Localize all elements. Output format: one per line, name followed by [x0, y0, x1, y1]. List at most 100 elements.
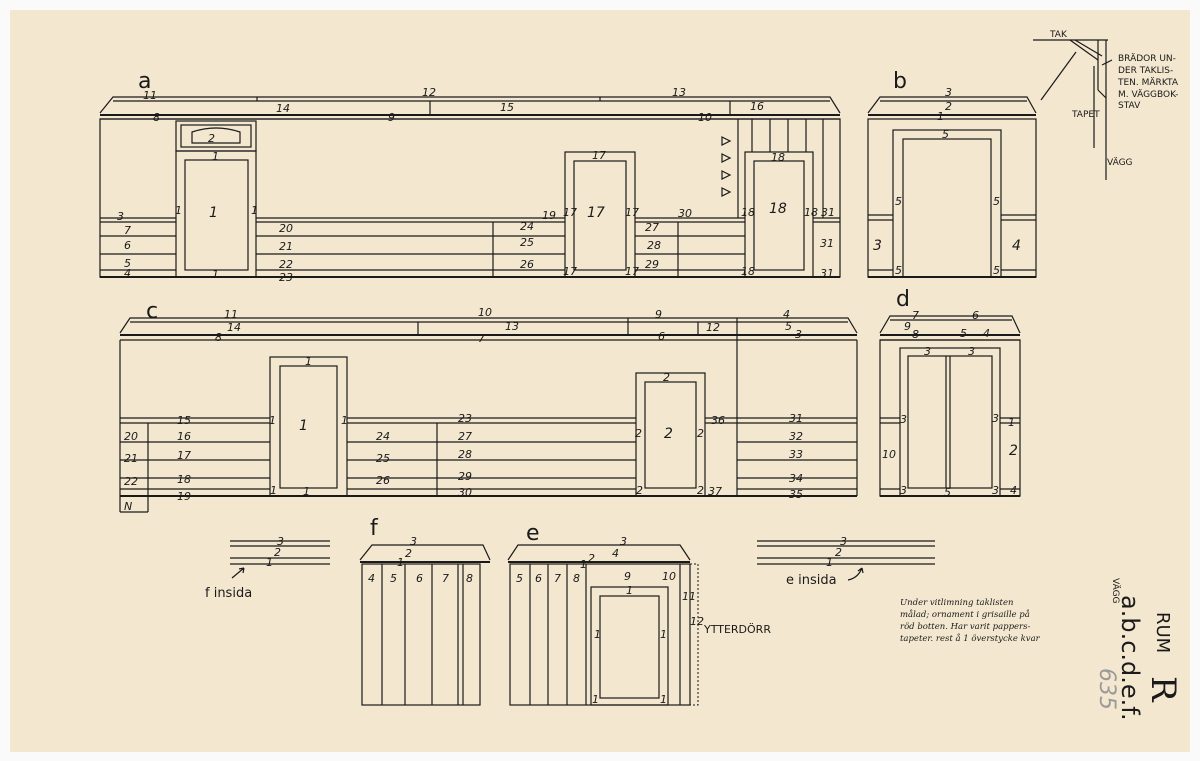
part-number: 15	[500, 101, 514, 114]
part-number: 17	[587, 205, 605, 221]
part-number: 11	[143, 89, 157, 102]
part-number: 31	[789, 412, 803, 425]
wall-label-e-inside: e insida	[786, 573, 837, 588]
wall-f-inside-section: 3 2 1 f insida	[205, 535, 330, 601]
part-number: 1	[251, 204, 258, 217]
part-number: 31	[820, 237, 834, 250]
part-number: 31	[820, 267, 834, 280]
part-number: 2	[405, 547, 412, 560]
part-number: 22	[279, 258, 293, 271]
part-number: 14	[227, 321, 241, 334]
part-number: 5	[895, 195, 902, 208]
part-number: 2	[697, 427, 704, 440]
part-number: 3	[992, 412, 999, 425]
part-number: 2	[1009, 443, 1018, 459]
part-number: 21	[279, 240, 293, 253]
part-number: 3	[410, 535, 417, 548]
part-number: 5	[960, 327, 967, 340]
part-number: 1	[270, 484, 277, 497]
detail-note-line: M. VÄGGBOK-	[1118, 89, 1178, 100]
part-number: 2	[274, 546, 281, 559]
part-number: 29	[458, 470, 472, 483]
part-number: 4	[983, 327, 990, 340]
part-number: 5	[993, 264, 1000, 277]
detail-note-line: DER TAKLIS-	[1118, 66, 1173, 76]
part-number: 17	[177, 449, 191, 462]
part-number: 37	[708, 485, 722, 498]
part-number: 3	[992, 484, 999, 497]
part-number: 33	[789, 448, 803, 461]
part-number: 17	[563, 206, 577, 219]
cornice-section-detail: TAK TAPET VÄGG BRÄDOR UN- DER TAKLIS- TE…	[1033, 30, 1179, 180]
part-number: 3	[795, 328, 802, 341]
part-number: 8	[466, 572, 473, 585]
detail-label-vagg: VÄGG	[1107, 157, 1133, 168]
part-number: 3	[945, 86, 952, 99]
part-number: 26	[520, 258, 534, 271]
wall-label-b: b	[893, 69, 907, 94]
part-number: 4	[124, 267, 131, 280]
part-number: 1	[592, 693, 599, 706]
remark-line: Under vitlimning taklisten	[900, 598, 1013, 608]
part-number: 21	[124, 452, 138, 465]
part-number: 4	[1012, 238, 1021, 254]
part-number: 7	[442, 572, 449, 585]
part-number: 35	[789, 488, 803, 501]
part-number: 1	[594, 628, 601, 641]
part-number: 7	[912, 309, 919, 322]
part-number: 9	[904, 320, 911, 333]
part-number: 30	[678, 207, 692, 220]
part-number: 6	[416, 572, 423, 585]
part-number: 25	[376, 452, 390, 465]
part-number: 22	[124, 475, 138, 488]
part-number: 1	[626, 584, 633, 597]
part-number: 3	[277, 535, 284, 548]
part-number: 18	[741, 206, 755, 219]
part-number: 1	[341, 414, 348, 427]
part-number: 1	[1008, 416, 1015, 429]
title-block: VÄGG a.b.c.d.e.f. RUM R 635	[1094, 578, 1183, 721]
part-number: 1	[209, 205, 218, 221]
part-number: 1	[660, 693, 667, 706]
part-number: 12	[422, 86, 436, 99]
wall-e-elevation: e 3 2 4 1 5 6 7 8 9 1 10 11 12 1 1 1 1	[507, 521, 771, 706]
part-number: 3	[968, 345, 975, 358]
part-number: 4	[612, 547, 619, 560]
remark-line: tapeter. rest å 1 överstycke kvar	[900, 632, 1041, 644]
part-number: 2	[663, 371, 670, 384]
part-number: 11	[682, 590, 696, 603]
part-number: 5	[895, 264, 902, 277]
part-number: 8	[215, 331, 222, 344]
wall-e-inside-section: 3 2 1 e insida	[757, 535, 935, 588]
part-number: 2	[636, 484, 643, 497]
part-number: 3	[620, 535, 627, 548]
part-number: 1	[266, 556, 273, 569]
part-number: 17	[625, 265, 639, 278]
part-number: 3	[924, 345, 931, 358]
part-number: 18	[769, 201, 787, 217]
part-number: 9	[388, 111, 395, 124]
part-number: 19	[177, 490, 191, 503]
handwritten-remark: Under vitlimning taklisten målad; orname…	[900, 598, 1041, 644]
detail-note-line: TEN. MÄRKTA	[1117, 77, 1179, 88]
remark-line: röd botten. Har varit pappers-	[900, 622, 1030, 632]
part-number: 16	[177, 430, 191, 443]
part-number: 28	[647, 239, 661, 252]
part-number: 5	[390, 572, 397, 585]
part-number: 3	[900, 484, 907, 497]
part-number: 25	[520, 236, 534, 249]
part-number: 16	[750, 100, 764, 113]
wall-c-elevation: c 11 10 9 4 14 13 12 5	[119, 299, 858, 513]
part-number: 2	[697, 484, 704, 497]
part-number: 2	[835, 546, 842, 559]
part-number: N	[124, 500, 132, 513]
part-number: 4	[1010, 484, 1017, 497]
part-number: 7	[124, 224, 131, 237]
part-number: 10	[882, 448, 896, 461]
part-number: 1	[937, 110, 944, 123]
part-number: 5	[516, 572, 523, 585]
part-number: 10	[662, 570, 676, 583]
part-number: 1	[580, 558, 587, 571]
wall-label-e: e	[526, 521, 540, 546]
part-number: 13	[672, 86, 686, 99]
